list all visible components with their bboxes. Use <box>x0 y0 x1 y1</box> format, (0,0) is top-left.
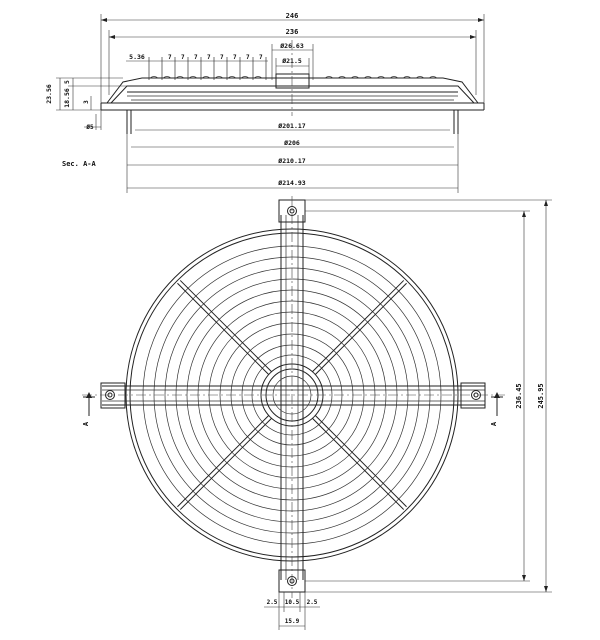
dim-step-mid: 3 <box>83 100 90 104</box>
guard-spoke <box>312 280 405 373</box>
mount-tab-right <box>460 382 486 409</box>
mount-tab-left <box>100 382 126 409</box>
dim-rib-1: 7 <box>168 54 172 61</box>
dim-rib-5: 7 <box>220 54 224 61</box>
height-dims: 23.56 18.56 5 3 Ø5 <box>45 77 127 131</box>
dim-rib-6: 7 <box>233 54 237 61</box>
section-view: 246 236 Ø26.63 Ø21.5 5.36 7 7 7 7 <box>45 12 485 193</box>
dim-rib-8: 7 <box>259 54 263 61</box>
tab-width-dims: 2.5 10.5 2.5 15.9 <box>264 592 320 630</box>
dim-tab-width: 15.9 <box>285 618 300 625</box>
guard-spoke <box>177 415 270 508</box>
diameter-dims: Ø201.17 Ø206 Ø210.17 Ø214.93 <box>126 122 459 193</box>
dim-width-outer: 246 <box>286 12 299 20</box>
dim-tab-d2: 10.5 <box>285 599 300 606</box>
dim-dia-4: Ø214.93 <box>277 179 305 187</box>
dim-rib-4: 7 <box>207 54 211 61</box>
dim-dia-1: Ø201.17 <box>277 122 305 130</box>
section-label-left: A <box>82 421 90 426</box>
section-marker-right: A <box>490 392 503 426</box>
guard-spokes <box>177 280 407 510</box>
guard-spoke <box>177 282 270 375</box>
rib-pitch-dims: 5.36 7 7 7 7 7 7 7 7 <box>126 53 268 80</box>
dim-height-total: 23.56 <box>45 84 53 104</box>
section-marker-left: A <box>82 392 95 426</box>
section-label-right: A <box>490 421 498 426</box>
horizontal-bar <box>102 385 485 406</box>
dim-width-inner: 236 <box>286 28 299 36</box>
dim-step-top: 5 <box>64 80 71 84</box>
dim-rib-2: 7 <box>181 54 185 61</box>
vertical-bar <box>280 215 304 580</box>
dim-hub-inner: Ø21.5 <box>281 57 302 65</box>
dim-flange: Ø5 <box>85 124 94 131</box>
dim-rib-first: 5.36 <box>129 53 145 61</box>
dim-tab-d3: 2.5 <box>307 599 318 606</box>
dim-rib-3: 7 <box>194 54 198 61</box>
dim-dia-3: Ø210.17 <box>277 157 305 165</box>
guard-spoke <box>179 417 272 510</box>
guard-spoke <box>179 280 272 373</box>
dim-plan-height-inner: 236.45 <box>515 383 523 408</box>
dim-dia-2: Ø206 <box>283 139 300 147</box>
guard-spoke <box>314 415 407 508</box>
guard-spoke <box>312 417 405 510</box>
dim-plan-height-outer: 245.95 <box>537 383 545 408</box>
dim-hub-outer: Ø26.63 <box>279 42 304 50</box>
section-profile <box>100 40 485 134</box>
plan-height-dims: 236.45 245.95 <box>305 199 552 593</box>
dim-height-body: 18.56 <box>63 88 71 108</box>
guard-spoke <box>314 282 407 375</box>
section-title: Sec. A-A <box>62 160 97 168</box>
plan-view: A A 236.45 245.95 <box>82 196 552 630</box>
dim-tab-d1: 2.5 <box>267 599 278 606</box>
dim-rib-7: 7 <box>246 54 250 61</box>
